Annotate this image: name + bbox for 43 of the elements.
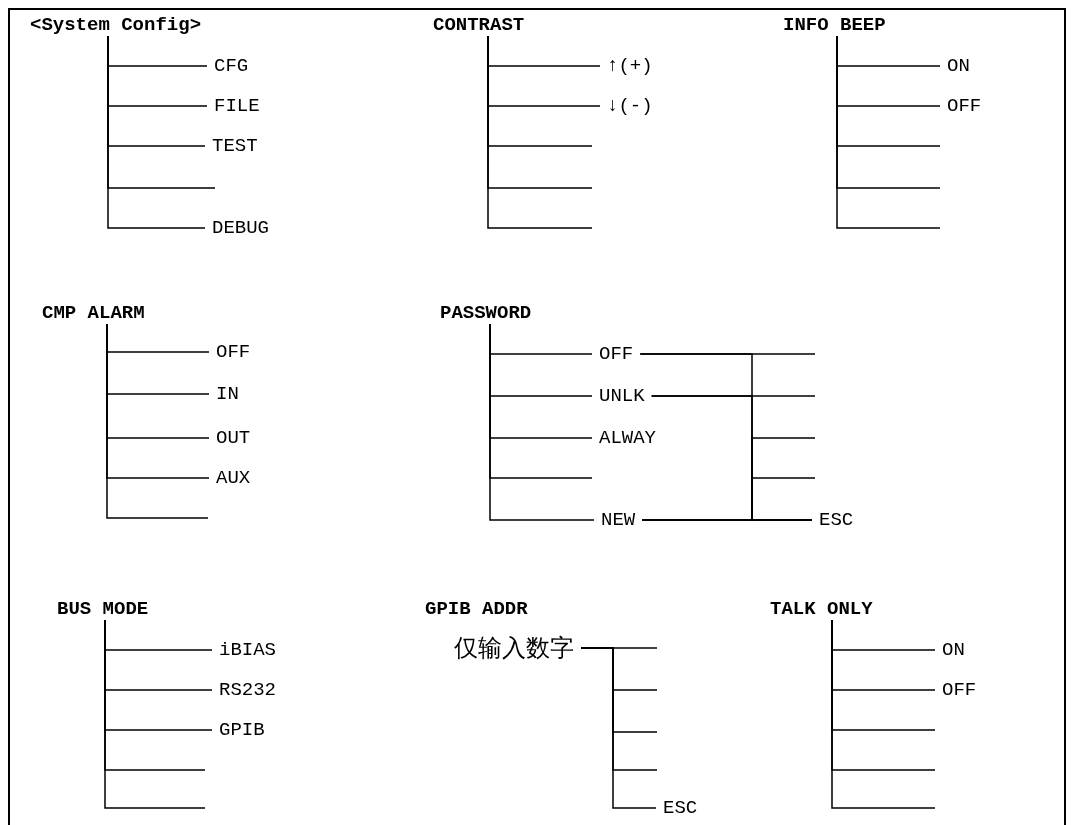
menu-option: OFF bbox=[935, 679, 984, 701]
branch-line bbox=[831, 619, 936, 809]
menu-heading: BUS MODE bbox=[57, 598, 149, 620]
branch-line bbox=[489, 323, 595, 521]
menu-option: AUX bbox=[209, 467, 258, 489]
branch-line bbox=[580, 647, 657, 809]
menu-option: ↑(+) bbox=[600, 55, 660, 77]
menu-option: ALWAY bbox=[592, 427, 663, 449]
menu-option: GPIB bbox=[212, 719, 272, 741]
menu-option: iBIAS bbox=[212, 639, 283, 661]
menu-option: UNLK bbox=[592, 385, 652, 407]
menu-option: OFF bbox=[940, 95, 989, 117]
menu-option: CFG bbox=[207, 55, 256, 77]
menu-heading: GPIB ADDR bbox=[425, 598, 528, 620]
menu-option: ON bbox=[940, 55, 977, 77]
branch-line bbox=[107, 35, 206, 229]
menu-heading: PASSWORD bbox=[440, 302, 532, 324]
menu-option: OFF bbox=[209, 341, 258, 363]
menu-option: FILE bbox=[207, 95, 267, 117]
menu-heading: CONTRAST bbox=[433, 14, 525, 36]
menu-option: ESC bbox=[812, 509, 861, 531]
branch-line bbox=[639, 353, 816, 355]
menu-heading: INFO BEEP bbox=[783, 14, 886, 36]
branch-line bbox=[836, 35, 941, 229]
branch-line bbox=[650, 395, 816, 397]
menu-option: OUT bbox=[209, 427, 258, 449]
menu-option: RS232 bbox=[212, 679, 283, 701]
menu-heading: TALK ONLY bbox=[770, 598, 873, 620]
input-hint: 仅输入数字 bbox=[447, 637, 581, 659]
branch-line bbox=[106, 323, 209, 519]
menu-heading: CMP ALARM bbox=[42, 302, 145, 324]
menu-option: OFF bbox=[592, 343, 641, 365]
menu-option: NEW bbox=[594, 509, 643, 531]
menu-option: ↓(-) bbox=[600, 95, 660, 117]
menu-option: TEST bbox=[205, 135, 265, 157]
menu-option: ON bbox=[935, 639, 972, 661]
branch-line bbox=[487, 35, 593, 229]
menu-option: ESC bbox=[656, 797, 705, 819]
menu-option: DEBUG bbox=[205, 217, 276, 239]
menu-option: IN bbox=[209, 383, 246, 405]
branch-line bbox=[104, 619, 206, 809]
menu-heading: <System Config> bbox=[30, 14, 202, 36]
branch-line bbox=[641, 477, 816, 521]
